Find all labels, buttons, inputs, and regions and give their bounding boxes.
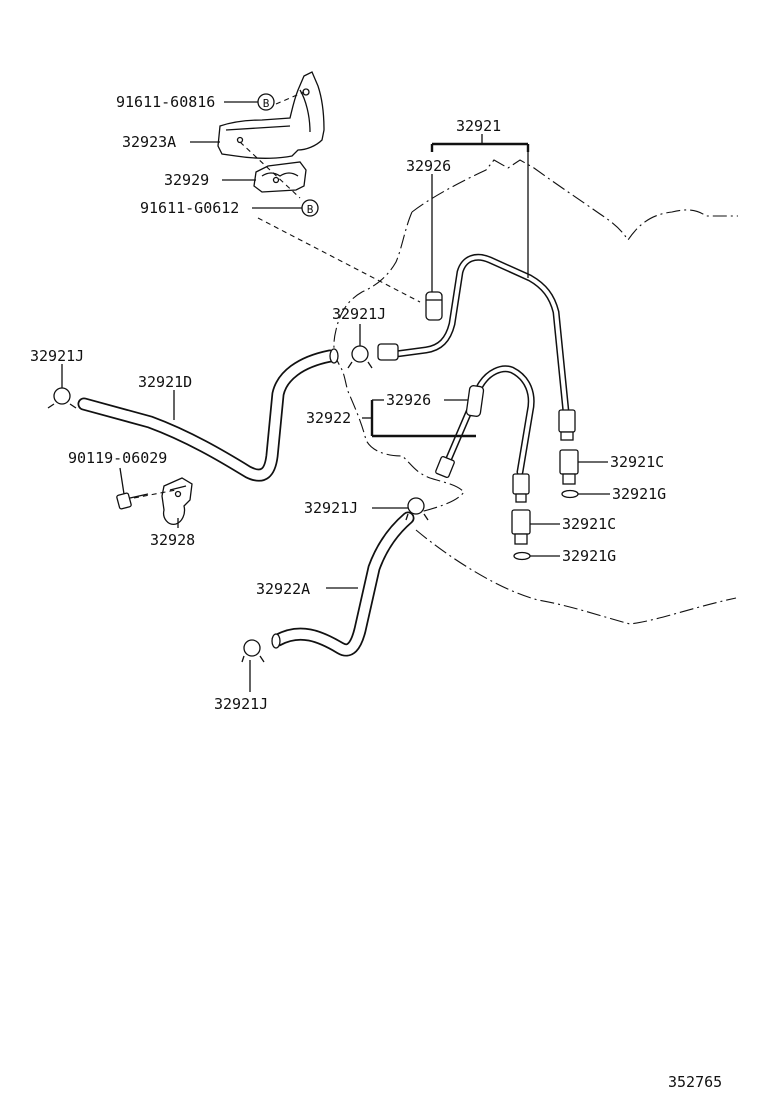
- label-32929: 32929: [164, 171, 209, 189]
- label-32921d: 32921D: [138, 373, 192, 391]
- tube-32921: [377, 253, 576, 441]
- bolt-marker-b1: B: [257, 93, 275, 111]
- bracket-32923a: [217, 71, 325, 159]
- assembly-line-mid: [239, 141, 301, 199]
- label-32922a: 32922A: [256, 580, 310, 598]
- svg-text:B: B: [263, 97, 270, 110]
- union-32926-upper: [425, 291, 443, 321]
- gasket-32921g-2: [513, 551, 531, 561]
- tube-32922: [435, 365, 535, 503]
- clamp-32929: [253, 161, 307, 193]
- union-32921c-2: [511, 509, 531, 545]
- label-90119-06029: 90119-06029: [68, 449, 167, 467]
- bolt-90119-06029: [116, 492, 149, 510]
- label-32921g-2: 32921G: [562, 547, 616, 565]
- svg-text:B: B: [307, 203, 314, 216]
- label-32923a: 32923A: [122, 133, 176, 151]
- label-32921j-bottom: 32921J: [214, 695, 268, 713]
- label-32926-upper: 32926: [406, 157, 451, 175]
- label-32926-lower: 32926: [386, 391, 431, 409]
- label-32922: 32922: [306, 409, 351, 427]
- assembly-line-long: [257, 217, 421, 303]
- label-32921c-1: 32921C: [610, 453, 664, 471]
- label-32928: 32928: [150, 531, 195, 549]
- bolt-marker-b2: B: [301, 199, 319, 217]
- label-32921c-2: 32921C: [562, 515, 616, 533]
- label-32921: 32921: [456, 117, 501, 135]
- hose-32921d: [77, 348, 339, 482]
- clamp-32928: [161, 477, 193, 525]
- callout-labels: 91611-60816 32923A 32929 91611-G0612 329…: [30, 93, 722, 1091]
- assembly-line-clamp: [133, 489, 177, 499]
- label-32921j-upper: 32921J: [332, 305, 386, 323]
- union-32926-lower: [465, 385, 485, 417]
- label-32921j-mid: 32921J: [304, 499, 358, 517]
- clip-32921j-bottom: [241, 639, 265, 663]
- gasket-32921g-1: [561, 489, 579, 499]
- label-32921g-1: 32921G: [612, 485, 666, 503]
- clip-32921j-mid: [405, 497, 429, 521]
- label-91611-g0612: 91611-G0612: [140, 199, 239, 217]
- hose-32922a: [271, 511, 415, 657]
- label-91611-60816: 91611-60816: [116, 93, 215, 111]
- leader-lines: [61, 101, 610, 692]
- housing-outline: [333, 159, 738, 625]
- union-32921c-1: [559, 449, 579, 485]
- clip-32921j-left: [47, 387, 77, 409]
- clip-32921j-upper: [347, 345, 373, 369]
- label-32921j-left: 32921J: [30, 347, 84, 365]
- diagram-id: 352765: [668, 1073, 722, 1091]
